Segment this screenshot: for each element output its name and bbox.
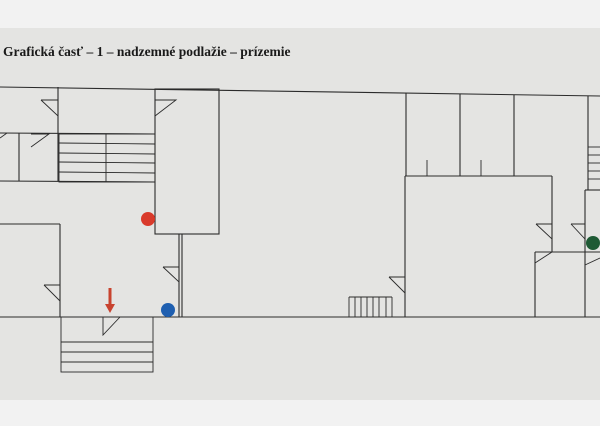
blue-dot-marker — [161, 303, 175, 317]
door-swings — [0, 99, 600, 337]
green-dot-marker — [586, 236, 600, 250]
staircase-right — [588, 146, 600, 180]
walls — [0, 86, 600, 318]
plan-title: Grafická časť – 1 – nadzemné podlažie – … — [3, 44, 291, 59]
staircase-small — [348, 296, 393, 317]
room — [154, 88, 220, 235]
red-arrow-icon — [105, 288, 115, 313]
paper-sheet — [0, 28, 600, 400]
markers — [105, 212, 600, 317]
top-wall — [0, 86, 600, 97]
staircase-upper — [58, 133, 156, 183]
red-dot-marker — [141, 212, 155, 226]
staircase-entrance — [60, 316, 154, 373]
